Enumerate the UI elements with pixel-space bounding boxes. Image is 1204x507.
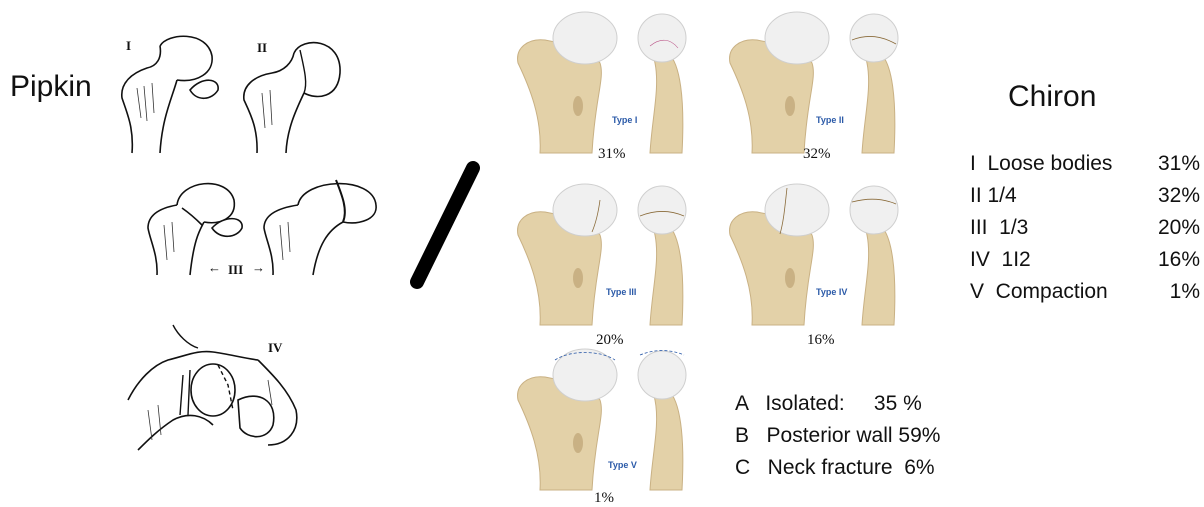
- bone-figure-type-iv: Type IV: [722, 180, 922, 330]
- arrow-right-icon: →: [252, 260, 265, 275]
- bone-pct-type-iv: 16%: [807, 332, 835, 349]
- chiron-row-label: IV 1I2: [970, 248, 1031, 272]
- femur-illustration: [722, 180, 922, 330]
- chiron-row-label: I Loose bodies: [970, 152, 1112, 176]
- chiron-title: Chiron: [1008, 80, 1096, 114]
- type-label: Type V: [608, 460, 637, 470]
- chiron-row: V Compaction 1%: [970, 280, 1200, 306]
- chiron-row-pct: 16%: [1158, 248, 1200, 272]
- chiron-row-pct: 31%: [1158, 152, 1200, 176]
- pipkin-sketch-type-ii: [232, 28, 352, 158]
- chiron-row-label: V Compaction: [970, 280, 1108, 304]
- bone-pct-type-ii: 32%: [803, 146, 831, 163]
- chiron-row: III 1/3 20%: [970, 216, 1200, 242]
- type-label: Type IV: [816, 287, 847, 297]
- pipkin-label-iii: III: [228, 262, 243, 278]
- bone-figure-type-v: Type V: [510, 345, 710, 495]
- femur-illustration: [510, 180, 710, 330]
- associated-item-a: A Isolated: 35 %: [735, 392, 922, 416]
- bone-pct-type-v: 1%: [594, 490, 614, 507]
- femur-illustration: [510, 345, 710, 495]
- femur-illustration: [722, 8, 922, 158]
- pipkin-sketch-type-iii-a: [142, 170, 262, 280]
- chiron-row-label: III 1/3: [970, 216, 1028, 240]
- bone-pct-type-i: 31%: [598, 146, 626, 163]
- chiron-row-pct: 32%: [1158, 184, 1200, 208]
- chiron-row: IV 1I2 16%: [970, 248, 1200, 274]
- pipkin-label-ii: II: [257, 40, 267, 56]
- pipkin-label-iv: IV: [268, 340, 282, 356]
- associated-item-b: B Posterior wall 59%: [735, 424, 940, 448]
- associated-item-c: C Neck fracture 6%: [735, 456, 935, 480]
- chiron-row-pct: 1%: [1170, 280, 1200, 304]
- bone-figure-type-i: Type I: [510, 8, 710, 158]
- type-label: Type II: [816, 115, 844, 125]
- slash-divider: [405, 160, 485, 290]
- chiron-row: I Loose bodies 31%: [970, 152, 1200, 178]
- pipkin-title: Pipkin: [10, 70, 92, 104]
- pipkin-sketch-type-iii-b: [258, 170, 383, 280]
- femur-illustration: [510, 8, 710, 158]
- chiron-row-pct: 20%: [1158, 216, 1200, 240]
- bone-figure-type-ii: Type II: [722, 8, 922, 158]
- arrow-left-icon: ←: [208, 260, 221, 275]
- chiron-row-label: II 1/4: [970, 184, 1017, 208]
- bone-figure-type-iii: Type III: [510, 180, 710, 330]
- type-label: Type III: [606, 287, 636, 297]
- pipkin-label-i: I: [126, 38, 131, 54]
- chiron-row: II 1/4 32%: [970, 184, 1200, 210]
- type-label: Type I: [612, 115, 637, 125]
